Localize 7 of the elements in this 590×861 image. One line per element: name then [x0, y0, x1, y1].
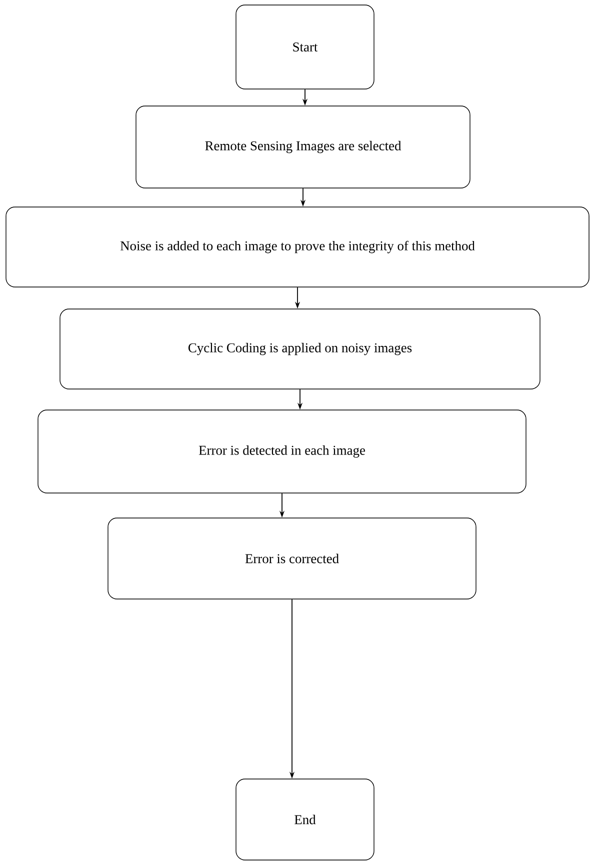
process-box: Error is detected in each image [38, 410, 526, 494]
terminal-box: End [236, 778, 374, 860]
process-box: Error is corrected [108, 518, 476, 600]
terminal-box: Start [236, 4, 374, 90]
process-box: Cyclic Coding is applied on noisy images [60, 308, 540, 390]
process-box: Remote Sensing Images are selected [136, 106, 470, 188]
process-box: Noise is added to each image to prove the integrity of this method [6, 206, 590, 288]
